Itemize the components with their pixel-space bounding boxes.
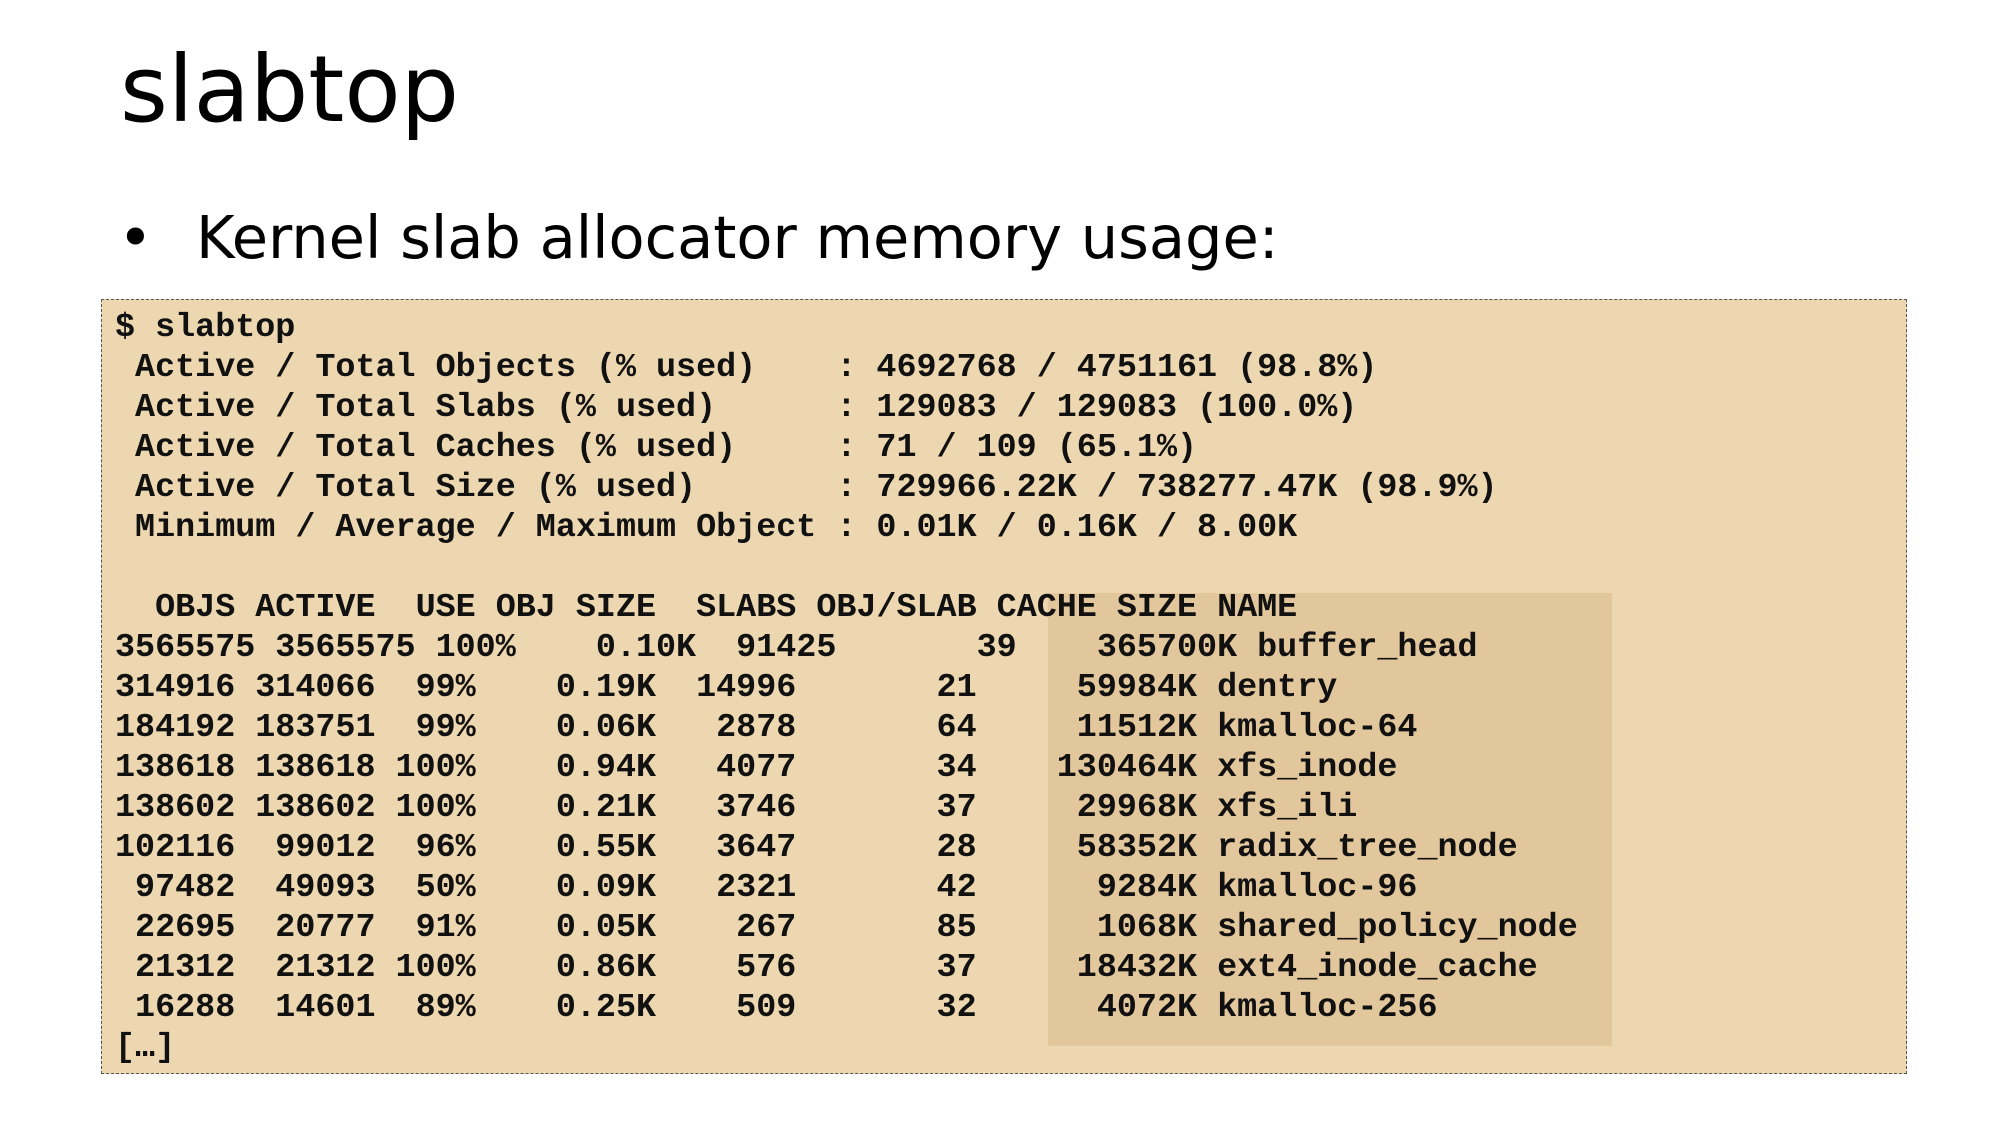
- summary-value: : 129083 / 129083 (100.0%): [836, 389, 1358, 427]
- summary-label: Active / Total Size (% used): [115, 469, 697, 507]
- table-row: 102116 99012 96% 0.55K 3647 28 58352K ra…: [115, 829, 1518, 867]
- summary-line: Active / Total Objects (% used) : 4692768…: [115, 348, 1578, 388]
- bullet-text: Kernel slab allocator memory usage:: [196, 203, 1279, 272]
- summary-label: Active / Total Caches (% used): [115, 429, 737, 467]
- summary-line: Active / Total Caches (% used) : 71 / 109…: [115, 428, 1578, 468]
- summary-label: Minimum / Average / Maximum Object: [115, 509, 817, 547]
- terminal-output-box: $ slabtop Active / Total Objects (% used…: [101, 299, 1907, 1074]
- table-row: 16288 14601 89% 0.25K 509 32 4072K kmall…: [115, 989, 1438, 1027]
- summary-value: : 0.01K / 0.16K / 8.00K: [836, 509, 1298, 547]
- summary-label: Active / Total Objects (% used): [115, 349, 757, 387]
- table-row: 138602 138602 100% 0.21K 3746 37 29968K …: [115, 789, 1358, 827]
- bullet-marker: •: [118, 203, 153, 272]
- summary-line: Minimum / Average / Maximum Object : 0.01…: [115, 508, 1578, 548]
- table-row: 184192 183751 99% 0.06K 2878 64 11512K k…: [115, 709, 1418, 747]
- summary-line: Active / Total Size (% used) : 729966.22K…: [115, 468, 1578, 508]
- table-header: OBJS ACTIVE USE OBJ SIZE SLABS OBJ/SLAB …: [115, 589, 1298, 627]
- highlight-region: [1048, 593, 1612, 1046]
- table-row: 3565575 3565575 100% 0.10K 91425 39 3657…: [115, 629, 1478, 667]
- terminal-text: $ slabtop Active / Total Objects (% used…: [115, 308, 1578, 1068]
- ellipsis: […]: [115, 1029, 176, 1067]
- table-row: 22695 20777 91% 0.05K 267 85 1068K share…: [115, 909, 1578, 947]
- slide-title: slabtop: [120, 36, 460, 143]
- summary-value: : 729966.22K / 738277.47K (98.9%): [836, 469, 1498, 507]
- table-row: 138618 138618 100% 0.94K 4077 34 130464K…: [115, 749, 1398, 787]
- table-row: 97482 49093 50% 0.09K 2321 42 9284K kmal…: [115, 869, 1418, 907]
- summary-value: : 4692768 / 4751161 (98.8%): [836, 349, 1378, 387]
- table-row: 314916 314066 99% 0.19K 14996 21 59984K …: [115, 669, 1338, 707]
- bullet-item: • Kernel slab allocator memory usage:: [118, 208, 1279, 267]
- summary-line: Active / Total Slabs (% used) : 129083 / …: [115, 388, 1578, 428]
- table-row: 21312 21312 100% 0.86K 576 37 18432K ext…: [115, 949, 1538, 987]
- blank-line: [115, 548, 1578, 588]
- summary-label: Active / Total Slabs (% used): [115, 389, 717, 427]
- summary-value: : 71 / 109 (65.1%): [836, 429, 1198, 467]
- command-line: $ slabtop: [115, 309, 296, 347]
